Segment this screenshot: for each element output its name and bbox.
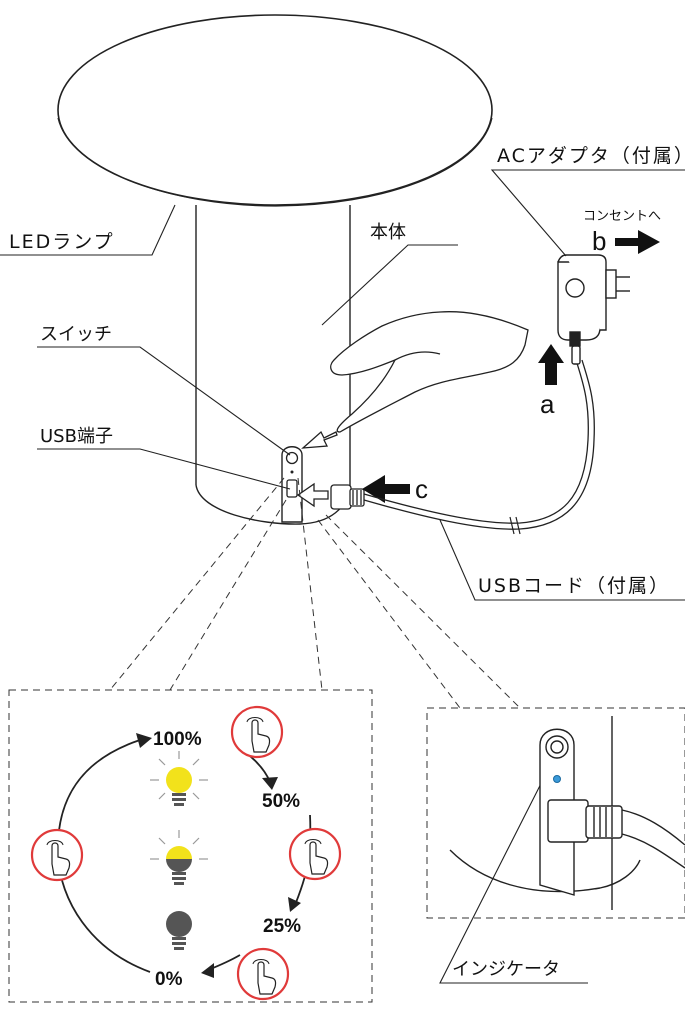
hand-illustration (330, 311, 529, 433)
insert-arrow-icon (296, 482, 329, 508)
indicator-usb-plug (547, 799, 685, 869)
indicator-led-icon (553, 775, 561, 783)
zoom-projection-lines (109, 477, 521, 709)
step-c-label: c (415, 474, 428, 504)
step-b-label: b (592, 226, 606, 256)
step-a-label: a (540, 389, 555, 419)
usb-cord (363, 359, 595, 535)
cycle-arrowheads (136, 733, 301, 978)
leader-lines (0, 169, 685, 984)
body-label: 本体 (370, 222, 406, 243)
usb-cord-label: USBコード（付属） (478, 575, 670, 597)
press-arrow-icon (301, 430, 338, 449)
touch-icon (288, 827, 342, 881)
led-lamp-shade (57, 14, 493, 207)
indicator-detail-panel (426, 707, 685, 919)
step-a-arrow-icon (538, 344, 564, 385)
bulb-off-icon (166, 911, 192, 950)
level-100-label: 100% (153, 729, 202, 750)
touch-icon (30, 828, 84, 882)
lamp-body (195, 205, 351, 525)
usb-port-label: USB端子 (40, 426, 113, 447)
led-lamp-label: LEDランプ (9, 231, 115, 253)
indicator-label: インジケータ (452, 959, 560, 980)
bulb-full-icon (150, 751, 208, 806)
level-50-label: 50% (262, 791, 300, 812)
step-b-arrow-icon (615, 230, 660, 254)
switch-label: スイッチ (40, 324, 112, 345)
brightness-cycle-panel (8, 689, 373, 1003)
ac-adapter-label: ACアダプタ（付属） (497, 145, 685, 167)
level-25-label: 25% (263, 916, 301, 937)
bulb-half-icon (150, 830, 208, 885)
ac-adapter (557, 254, 630, 365)
to-outlet-label: コンセントへ (583, 209, 661, 224)
level-0-label: 0% (155, 969, 183, 990)
touch-icon (230, 705, 284, 759)
usb-plug (330, 484, 365, 510)
touch-icon (236, 947, 290, 1001)
step-c-arrow-icon (362, 475, 410, 503)
